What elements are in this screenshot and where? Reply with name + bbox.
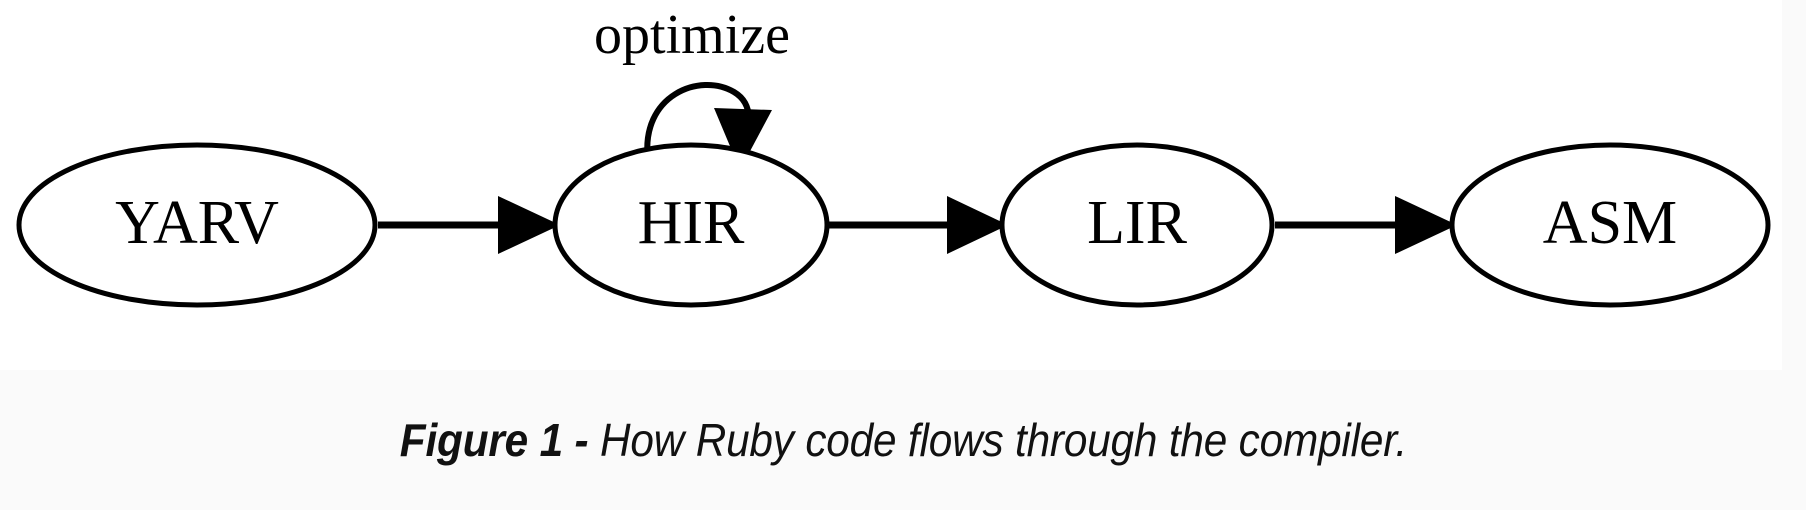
edge-yarv-to-hir [378, 196, 560, 254]
edge-hir-to-lir [829, 196, 1008, 254]
node-asm[interactable]: ASM [1449, 142, 1771, 308]
node-shape-ellipse[interactable] [999, 142, 1275, 308]
arrow-head-icon [498, 196, 560, 254]
node-shape-ellipse[interactable] [16, 142, 378, 308]
node-lir[interactable]: LIR [999, 142, 1275, 308]
node-label-lir: LIR [1087, 189, 1188, 257]
node-label-yarv: YARV [115, 189, 279, 257]
node-label-hir: HIR [638, 189, 745, 257]
figure-caption-prefix: Figure 1 - [399, 414, 588, 466]
node-shape-ellipse[interactable] [552, 142, 830, 308]
edge-label-optimize: optimize [594, 4, 790, 66]
edge-hir-self-loop-optimize: optimize [594, 4, 790, 170]
figure-caption-area: Figure 1 - How Ruby code flows through t… [0, 370, 1806, 510]
node-yarv[interactable]: YARV [16, 142, 378, 308]
edge-lir-to-asm [1275, 196, 1457, 254]
arrow-head-icon [947, 196, 1008, 254]
figure-caption-body: How Ruby code flows through the compiler… [599, 414, 1407, 466]
node-label-asm: ASM [1543, 189, 1677, 257]
diagram-panel: optimize YARV HIR LIR ASM [16, 3, 1771, 308]
figure-caption: Figure 1 - How Ruby code flows through t… [399, 413, 1407, 467]
arrow-head-icon [714, 108, 772, 170]
node-shape-ellipse[interactable] [1449, 142, 1771, 308]
compiler-pipeline-diagram: optimize YARV HIR LIR ASM [16, 4, 1771, 308]
node-hir[interactable]: HIR [552, 142, 830, 308]
arrow-head-icon [1395, 196, 1457, 254]
